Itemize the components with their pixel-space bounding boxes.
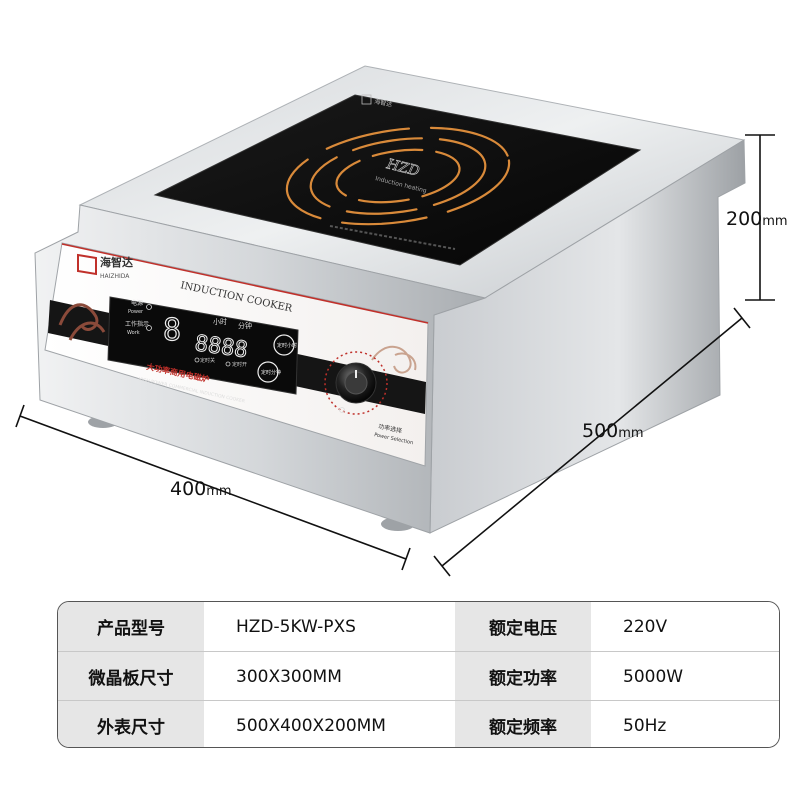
width-dimension-label: 400mm [170,478,232,500]
timer-off-indicator-icon [225,361,231,367]
knob-min-indicator-icon [339,407,345,413]
spec-label-glass-size: 微晶板尺寸 [58,652,204,701]
panel-red-line [61,243,429,324]
spec-value-frequency: 50Hz [591,701,779,747]
glass-cooktop [153,94,642,266]
floral-decoration-right-icon [371,345,417,374]
timer-hour-button-label: 定时小时 [277,342,297,349]
induction-cooker-illustration: 海智达 HAIZHIDA INDUCTION COOKER 电源 Power 工… [15,65,775,577]
spec-value-glass-size: 300X300MM [204,652,455,701]
work-label-en: Work [127,330,140,336]
depth-dimension [433,307,751,577]
timer-hour-button[interactable]: 定时小时 [273,334,297,356]
table-row: 产品型号 HZD-5KW-PXS 额定电压 220V [58,602,779,651]
glass-brand-name: 海智达 [374,97,393,109]
brand-name-cn: 海智达 [100,255,133,269]
timer-off-label: 定时开 [232,361,247,368]
power-label-en: Power [128,309,144,315]
hour-label: 小时 [213,317,227,326]
table-row: 微晶板尺寸 300X300MM 额定功率 5000W [58,651,779,701]
height-dimension [745,134,775,301]
power-knob[interactable] [324,351,388,415]
timer-on-label: 定时关 [200,357,215,364]
timer-minute-button-label: 定时分钟 [261,369,281,376]
table-row: 外表尺寸 500X400X200MM 额定频率 50Hz [58,700,779,747]
power-level-display: 8 [163,313,181,348]
timer-minute-button[interactable]: 定时分钟 [257,361,281,383]
power-indicator-icon [146,304,152,310]
depth-dimension-label: 500mm [582,420,644,442]
timer-on-indicator-icon [194,357,200,363]
heating-coil-icon [285,126,511,226]
spec-table: 产品型号 HZD-5KW-PXS 额定电压 220V 微晶板尺寸 300X300… [57,601,780,748]
spec-value-model: HZD-5KW-PXS [204,602,455,651]
brand-logo-icon [77,253,97,276]
spec-value-outer-size: 500X400X200MM [204,701,455,747]
brand-name-en: HAIZHIDA [100,273,130,280]
spec-label-voltage: 额定电压 [455,602,591,651]
brand-logo: 海智达 HAIZHIDA [77,253,133,280]
spec-label-frequency: 额定频率 [455,701,591,747]
work-label-cn: 工作指示 [125,320,149,328]
spec-label-model: 产品型号 [58,602,204,651]
spec-label-power: 额定功率 [455,652,591,701]
work-indicator-icon [146,325,152,331]
floral-decoration-icon [58,303,106,341]
spec-value-power: 5000W [591,652,779,701]
minute-label: 分钟 [238,321,252,330]
power-label-cn: 电源 [131,299,143,307]
product-photo: 海智达 HAIZHIDA INDUCTION COOKER 电源 Power 工… [15,65,788,577]
display-area [107,296,299,395]
glass-warning-text-line [329,225,456,250]
height-dimension-label: 200mm [726,208,788,230]
spec-value-voltage: 220V [591,602,779,651]
width-dimension [15,404,411,571]
spec-label-outer-size: 外表尺寸 [58,701,204,747]
glass-brand: 海智达 [361,94,393,109]
